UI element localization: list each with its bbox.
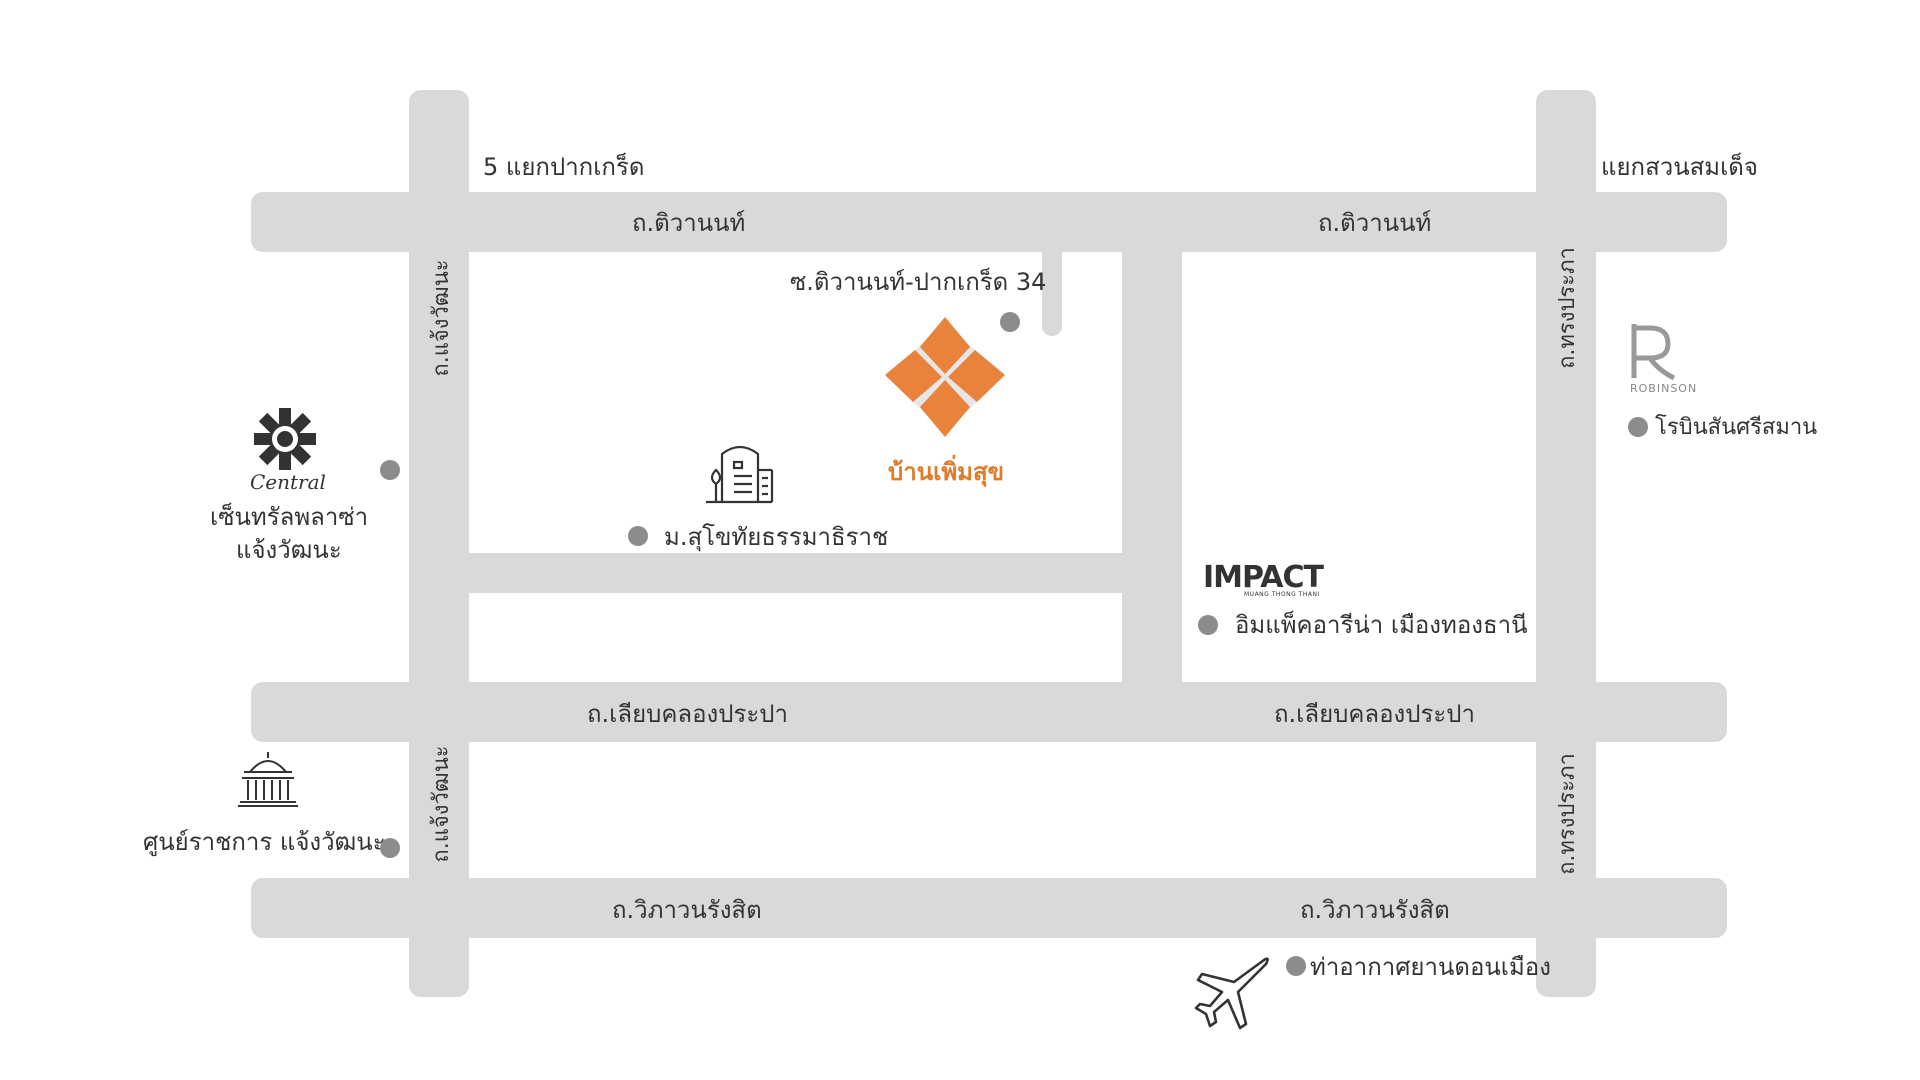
- impact-name: อิมแพ็คอารีน่า เมืองทองธานี: [1235, 611, 1528, 639]
- road-label-tiwanon-right: ถ.ติวานนท์: [1318, 209, 1432, 237]
- government-dot: [380, 838, 400, 858]
- central-logo-text: Central: [250, 470, 326, 494]
- road-label-song-top: ถ.ทรงประภา: [1555, 247, 1580, 369]
- project-logo: [885, 317, 1005, 437]
- university-name: ม.สุโขทัยธรรมาธิราช: [664, 523, 889, 551]
- road-middle-vertical: [1122, 230, 1182, 710]
- impact-logo-text: IMPACT: [1203, 560, 1324, 595]
- road-inner-horizontal: [440, 553, 1140, 593]
- project-name: บ้านเพิ่มสุข: [888, 458, 1005, 486]
- robinson-logo-icon: [1631, 324, 1676, 380]
- university-dot: [628, 526, 648, 546]
- road-label-vibha-right: ถ.วิภาวนรังสิต: [1300, 896, 1450, 924]
- road-label-liap-right: ถ.เลียบคลองประปา: [1274, 700, 1475, 728]
- road-label-tiwanon-left: ถ.ติวานนท์: [632, 209, 746, 237]
- road-soi-tiwanon-34: [1042, 230, 1062, 336]
- road-tiwanon: [251, 192, 1727, 252]
- impact-logo-sub: MUANG THONG THANI: [1244, 591, 1320, 598]
- road-label-soi-tiwanon-34: ซ.ติวานนท์-ปากเกร็ด 34: [790, 268, 1047, 296]
- government-building-icon: [238, 752, 298, 807]
- road-label-vibha-left: ถ.วิภาวนรังสิต: [612, 896, 762, 924]
- impact-dot: [1198, 615, 1218, 635]
- robinson-dot: [1628, 417, 1648, 437]
- road-liap-khlong-prapa: [251, 682, 1727, 742]
- airplane-icon: [1194, 957, 1269, 1030]
- robinson-logo-text: ROBINSON: [1630, 382, 1698, 395]
- road-label-song-bottom: ถ.ทรงประภา: [1555, 753, 1580, 875]
- airport-dot: [1286, 956, 1306, 976]
- central-name-line1: เซ็นทรัลพลาซ่า: [210, 503, 369, 531]
- government-name: ศูนย์ราชการ แจ้งวัฒนะ: [143, 828, 386, 856]
- central-dot: [380, 460, 400, 480]
- road-label-chaeng-bottom: ถ.แจ้งวัฒนะ: [429, 745, 454, 863]
- university-building-icon: [706, 445, 774, 504]
- road-label-liap-left: ถ.เลียบคลองประปา: [587, 700, 788, 728]
- road-label-chaeng-top: ถ.แจ้งวัฒนะ: [429, 259, 454, 377]
- central-logo-icon: [254, 408, 316, 470]
- intersection-pak-kret: 5 แยกปากเกร็ด: [483, 153, 645, 181]
- project-dot: [1000, 312, 1020, 332]
- airport-name: ท่าอากาศยานดอนเมือง: [1310, 953, 1551, 981]
- road-vibhavadi-rangsit: [251, 878, 1727, 938]
- robinson-name: โรบินสันศรีสมาน: [1655, 415, 1818, 440]
- intersection-suan-somdet: แยกสวนสมเด็จ: [1601, 153, 1758, 181]
- central-name-line2: แจ้งวัฒนะ: [236, 536, 342, 564]
